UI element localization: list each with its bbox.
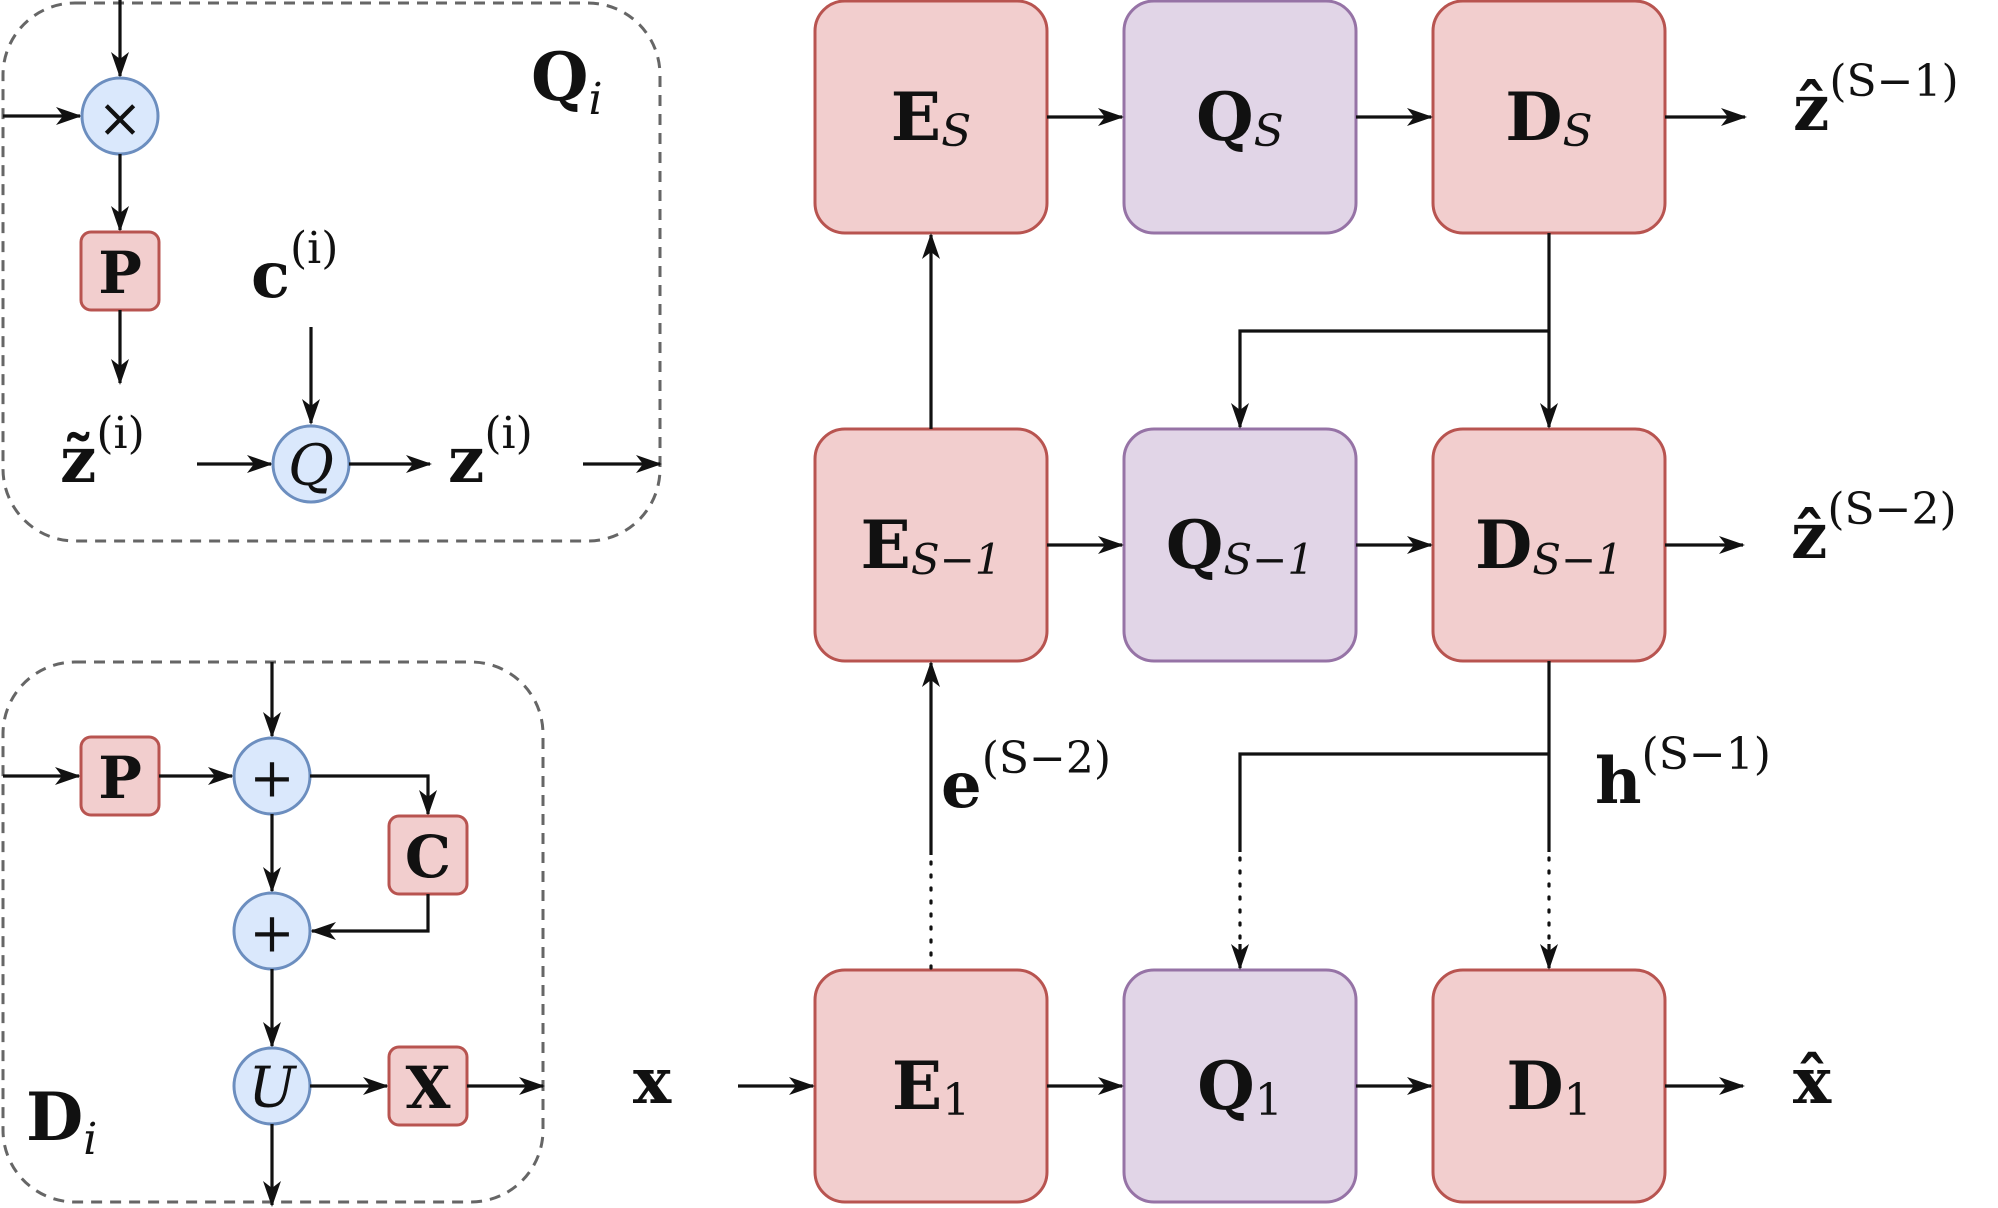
- svg-text:Q1: Q1: [1197, 1047, 1283, 1126]
- svg-text:+: +: [249, 902, 294, 965]
- encoder-block-s-minus-1: ES−1: [813, 427, 1049, 663]
- svg-text:ES−1: ES−1: [861, 506, 1002, 584]
- label-x-hat: x̂: [1793, 1044, 1832, 1119]
- decoder-panel-title: Di: [26, 1078, 97, 1165]
- svg-text:D1: D1: [1506, 1047, 1591, 1126]
- svg-text:Q: Q: [288, 434, 334, 499]
- svg-text:QS: QS: [1196, 78, 1284, 157]
- svg-text:ES: ES: [891, 78, 971, 157]
- svg-text:X: X: [405, 1054, 450, 1122]
- svg-text:U: U: [248, 1056, 297, 1121]
- d-panel-x-box: X: [387, 1045, 469, 1127]
- svg-text:P: P: [98, 744, 142, 812]
- encoder-block-1: E1: [813, 968, 1049, 1204]
- quantizer-panel-frame: [1, 1, 662, 543]
- svg-text:DS−1: DS−1: [1475, 506, 1623, 584]
- svg-text:QS−1: QS−1: [1166, 506, 1314, 584]
- label-z-hat-s-minus-2: ẑ(S−2): [1791, 484, 1957, 574]
- q-panel-p-box: P: [79, 230, 161, 312]
- decoder-block-s: DS: [1431, 0, 1667, 235]
- label-z-tilde-i: z̃(i): [60, 408, 145, 498]
- d-arrow-plus-to-c: [310, 774, 437, 816]
- d-arrow-c-to-plus-bottom: [310, 894, 430, 940]
- svg-text:E1: E1: [892, 1047, 970, 1126]
- add-node-bottom: +: [232, 891, 312, 971]
- svg-text:C: C: [405, 823, 451, 891]
- add-node-top: +: [232, 736, 312, 816]
- quantizer-block-1: Q1: [1122, 968, 1358, 1204]
- label-h-s-minus-1: h(S−1): [1595, 729, 1771, 819]
- svg-text:+: +: [249, 747, 294, 810]
- d-panel-c-box: C: [387, 814, 469, 896]
- svg-text:P: P: [98, 239, 142, 307]
- svg-text:DS: DS: [1505, 78, 1592, 157]
- arrow-ds-to-qs1: [1231, 329, 1549, 429]
- d-panel-p-box: P: [79, 735, 161, 817]
- upsample-node: U: [232, 1046, 312, 1126]
- decoder-block-1: D1: [1431, 968, 1667, 1204]
- quantizer-block-s-minus-1: QS−1: [1122, 427, 1358, 663]
- multiply-node: ×: [80, 76, 160, 156]
- label-e-s-minus-2: e(S−2): [941, 733, 1111, 823]
- quantize-node: Q: [271, 424, 351, 504]
- encoder-block-s: ES: [813, 0, 1049, 235]
- quantizer-block-s: QS: [1122, 0, 1358, 235]
- label-z-hat-s-minus-1: ẑ(S−1): [1793, 56, 1959, 146]
- label-codebook-c-i: c(i): [251, 223, 338, 313]
- svg-text:×: ×: [97, 87, 142, 150]
- label-input-x: x: [633, 1044, 672, 1119]
- label-z-i: z(i): [448, 408, 533, 498]
- quantizer-panel-title: Qi: [531, 38, 603, 125]
- wire-ds1-branch: [1238, 752, 1549, 852]
- decoder-block-s-minus-1: DS−1: [1431, 427, 1667, 663]
